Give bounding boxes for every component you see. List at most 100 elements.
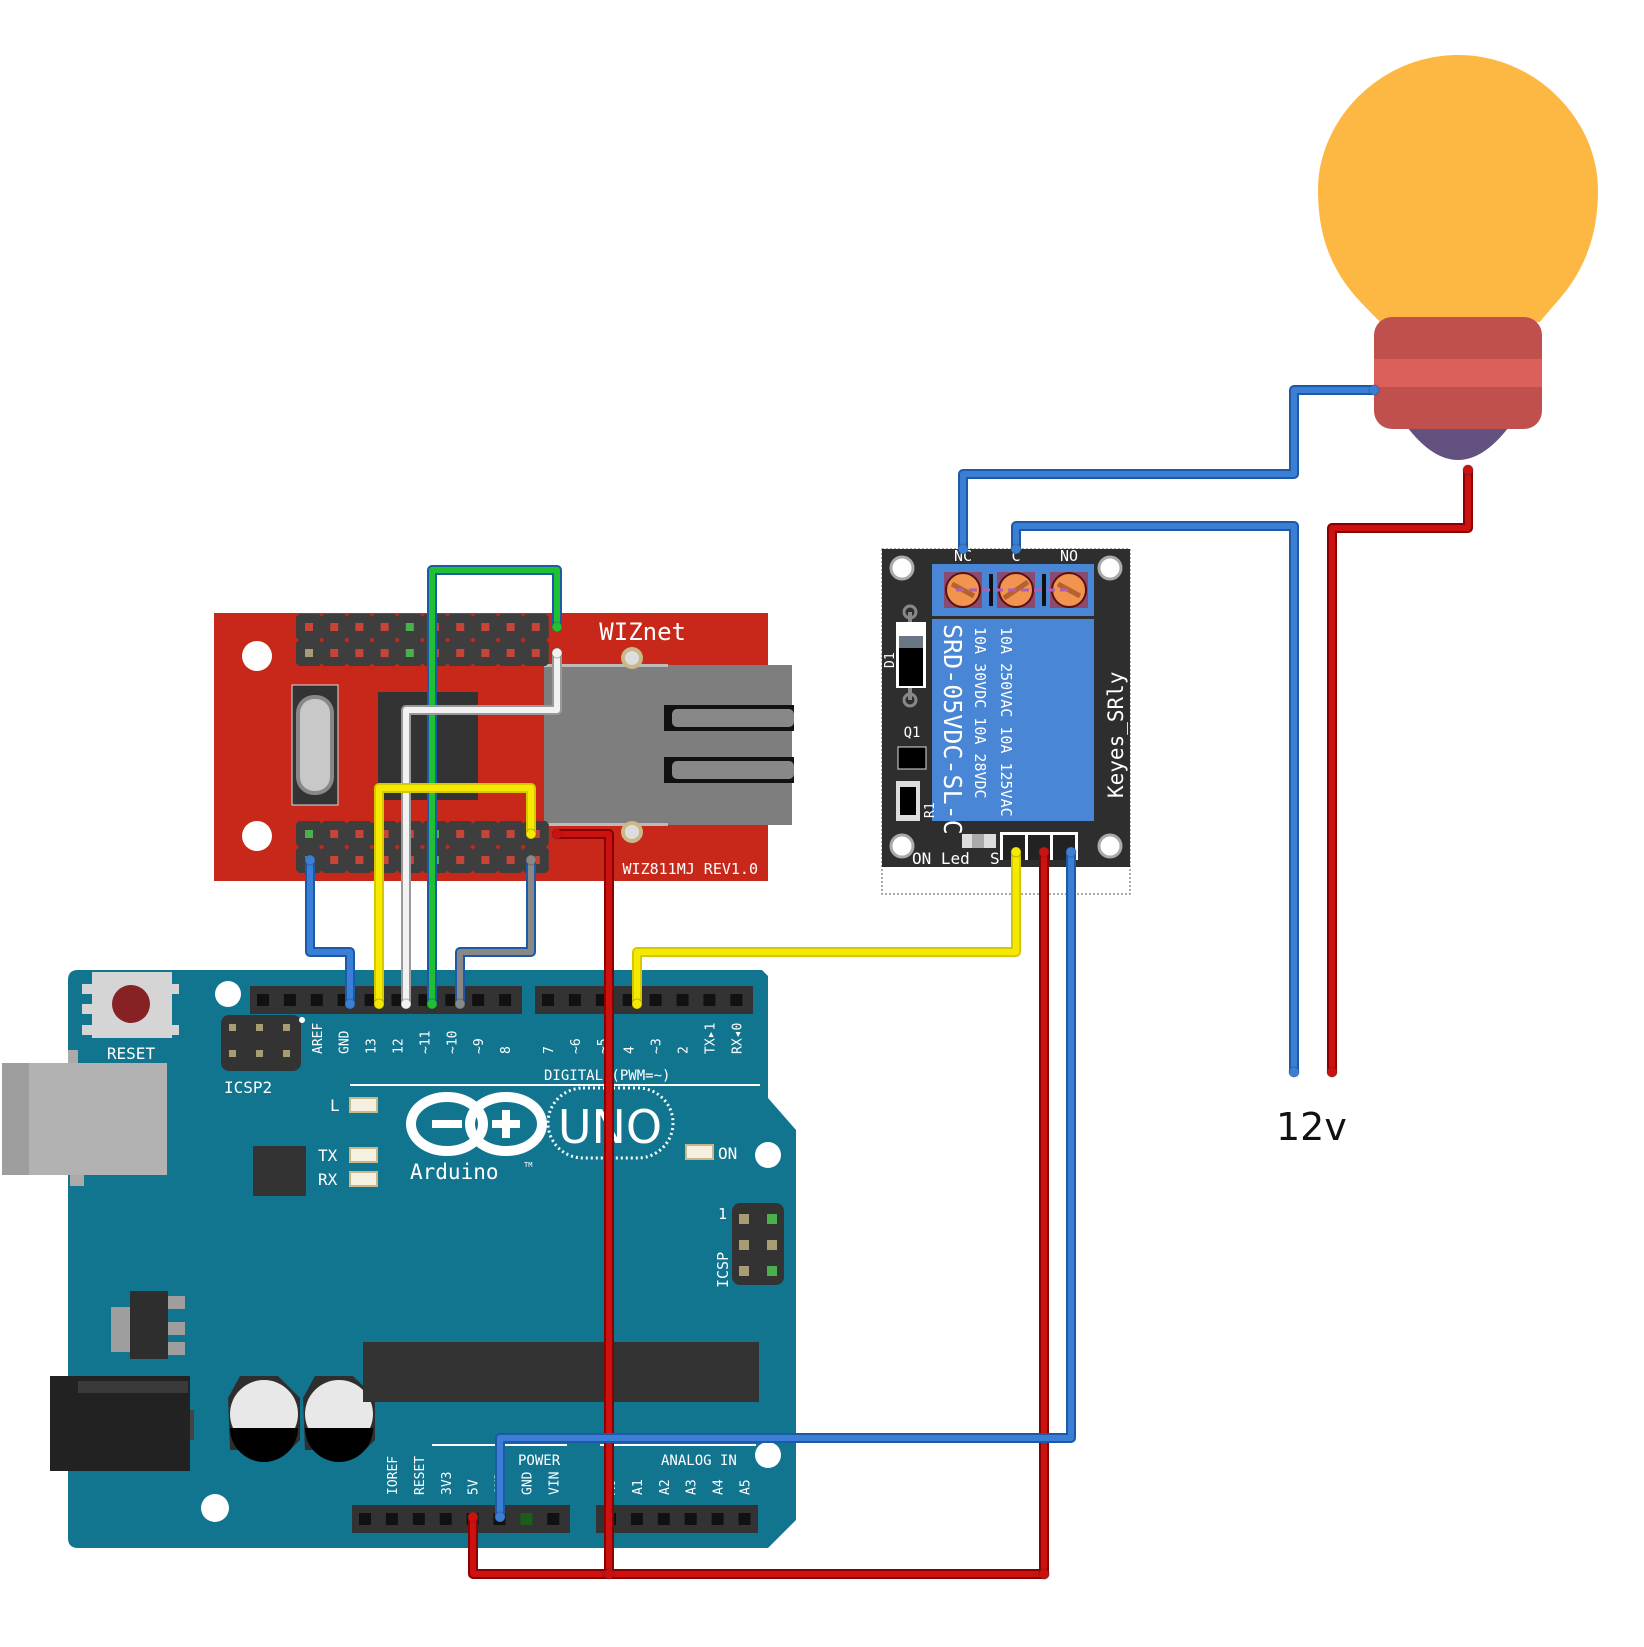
header-pin	[506, 649, 515, 657]
header-pin[interactable]	[364, 994, 377, 1006]
wire-yellow-4[interactable]	[631, 846, 1022, 1010]
header-pin	[506, 856, 515, 864]
icsp-header[interactable]	[732, 1203, 784, 1285]
wires	[304, 384, 1474, 1580]
digital-header[interactable]	[250, 986, 753, 1014]
header-pin[interactable]	[676, 994, 689, 1006]
wire-endpoint[interactable]	[426, 998, 438, 1010]
wire-endpoint[interactable]	[1010, 543, 1022, 555]
header-pin[interactable]	[445, 994, 458, 1006]
header-pin[interactable]	[703, 994, 716, 1006]
power-header[interactable]	[352, 1505, 570, 1533]
wire-endpoint[interactable]	[1368, 384, 1380, 396]
rj45-led-lens	[672, 709, 794, 727]
header-pin	[355, 649, 364, 657]
led-on-label: ON	[718, 1144, 737, 1163]
wire-endpoint[interactable]	[1065, 846, 1077, 858]
header-pin[interactable]	[520, 1513, 533, 1525]
resistor-body	[900, 787, 916, 815]
wiznet-module[interactable]: WIZnet WIZ811MJ REV1.0	[214, 613, 794, 881]
wire-endpoint[interactable]	[494, 1511, 506, 1523]
terminal-divider	[989, 574, 993, 606]
wire-endpoint[interactable]	[467, 1511, 479, 1523]
header-pin	[305, 649, 313, 657]
wire-endpoint[interactable]	[1038, 1568, 1050, 1580]
terminal-screw-no[interactable]	[1050, 572, 1088, 608]
wire-blue-relay-gnd[interactable]	[494, 846, 1077, 1523]
wire-endpoint[interactable]	[1010, 846, 1022, 858]
header-pin[interactable]	[711, 1513, 724, 1525]
wire-endpoint[interactable]	[454, 998, 466, 1010]
header-pin[interactable]	[649, 994, 662, 1006]
wire-endpoint[interactable]	[304, 854, 316, 866]
header-pin[interactable]	[630, 1513, 643, 1525]
wire-endpoint[interactable]	[1288, 1066, 1300, 1078]
terminal-label-c: C	[1011, 547, 1020, 565]
header-pin[interactable]	[542, 994, 554, 1006]
wire-white[interactable]	[400, 647, 563, 1010]
wire-endpoint[interactable]	[551, 828, 563, 840]
header-body	[596, 1505, 758, 1533]
wire-red-lamp[interactable]	[1326, 464, 1474, 1078]
on-led-center	[972, 834, 984, 848]
header-pin[interactable]	[283, 994, 296, 1006]
relay-module[interactable]: SRD-05VDC-SL-C 10A 30VDC 10A 28VDC 10A 2…	[881, 547, 1131, 895]
wire-yellow-13[interactable]	[373, 783, 537, 1010]
header-pin[interactable]	[684, 1513, 697, 1525]
header-pin[interactable]	[547, 1513, 560, 1525]
light-bulb[interactable]	[1318, 55, 1598, 460]
header-pin[interactable]	[472, 994, 485, 1006]
digital-pin-label: TX▸1	[703, 1023, 718, 1054]
header-pin[interactable]	[730, 994, 743, 1006]
wire-red-relay-vcc[interactable]	[1038, 846, 1050, 1580]
header-pin[interactable]	[310, 994, 323, 1006]
wire-endpoint[interactable]	[603, 1568, 615, 1580]
header-pin[interactable]	[622, 994, 635, 1006]
header-pin	[380, 830, 389, 838]
header-pin[interactable]	[359, 1513, 371, 1525]
pin1-dot	[299, 1017, 305, 1023]
header-pin[interactable]	[385, 1513, 398, 1525]
wire-endpoint[interactable]	[631, 998, 643, 1010]
wire-endpoint[interactable]	[551, 621, 563, 633]
analog-header[interactable]	[596, 1505, 758, 1533]
mount-hole	[242, 821, 272, 851]
wire-endpoint[interactable]	[400, 998, 412, 1010]
icsp2-header[interactable]	[221, 1015, 301, 1071]
wire-endpoint[interactable]	[525, 854, 537, 866]
header-body	[352, 1505, 570, 1533]
header-pin[interactable]	[412, 1513, 425, 1525]
wire-gray-10[interactable]	[454, 854, 537, 1010]
wire-blue-gnd[interactable]	[304, 854, 356, 1010]
wire-endpoint[interactable]	[344, 998, 356, 1010]
wire-endpoint[interactable]	[373, 998, 385, 1010]
wire-red-5v[interactable]	[467, 1511, 615, 1580]
wire-endpoint[interactable]	[551, 647, 563, 659]
wire-endpoint[interactable]	[1038, 846, 1050, 858]
usb-tab	[68, 1050, 78, 1064]
power-pin-label: VIN	[547, 1472, 562, 1495]
trademark: TM	[524, 1161, 532, 1169]
header-pin[interactable]	[568, 994, 581, 1006]
header-pin[interactable]	[738, 1513, 751, 1525]
wire-endpoint[interactable]	[525, 828, 537, 840]
header-pin[interactable]	[391, 994, 404, 1006]
wire-endpoint[interactable]	[957, 543, 969, 555]
mount-hole	[1097, 833, 1123, 859]
digital-pin-label: 7	[542, 1046, 557, 1054]
header-pin[interactable]	[257, 994, 269, 1006]
analog-pin-label: A5	[739, 1479, 754, 1495]
header-pin[interactable]	[499, 994, 512, 1006]
wire-endpoint[interactable]	[1326, 1066, 1338, 1078]
header-pin	[456, 856, 465, 864]
header-pin[interactable]	[657, 1513, 670, 1525]
analog-label: ANALOG IN	[661, 1453, 737, 1469]
header-pin[interactable]	[439, 1513, 452, 1525]
wire-blue-c[interactable]	[1010, 521, 1300, 1078]
wire-blue-nc[interactable]	[957, 384, 1380, 555]
reset-button[interactable]	[82, 972, 179, 1038]
wire-endpoint[interactable]	[1462, 464, 1474, 476]
